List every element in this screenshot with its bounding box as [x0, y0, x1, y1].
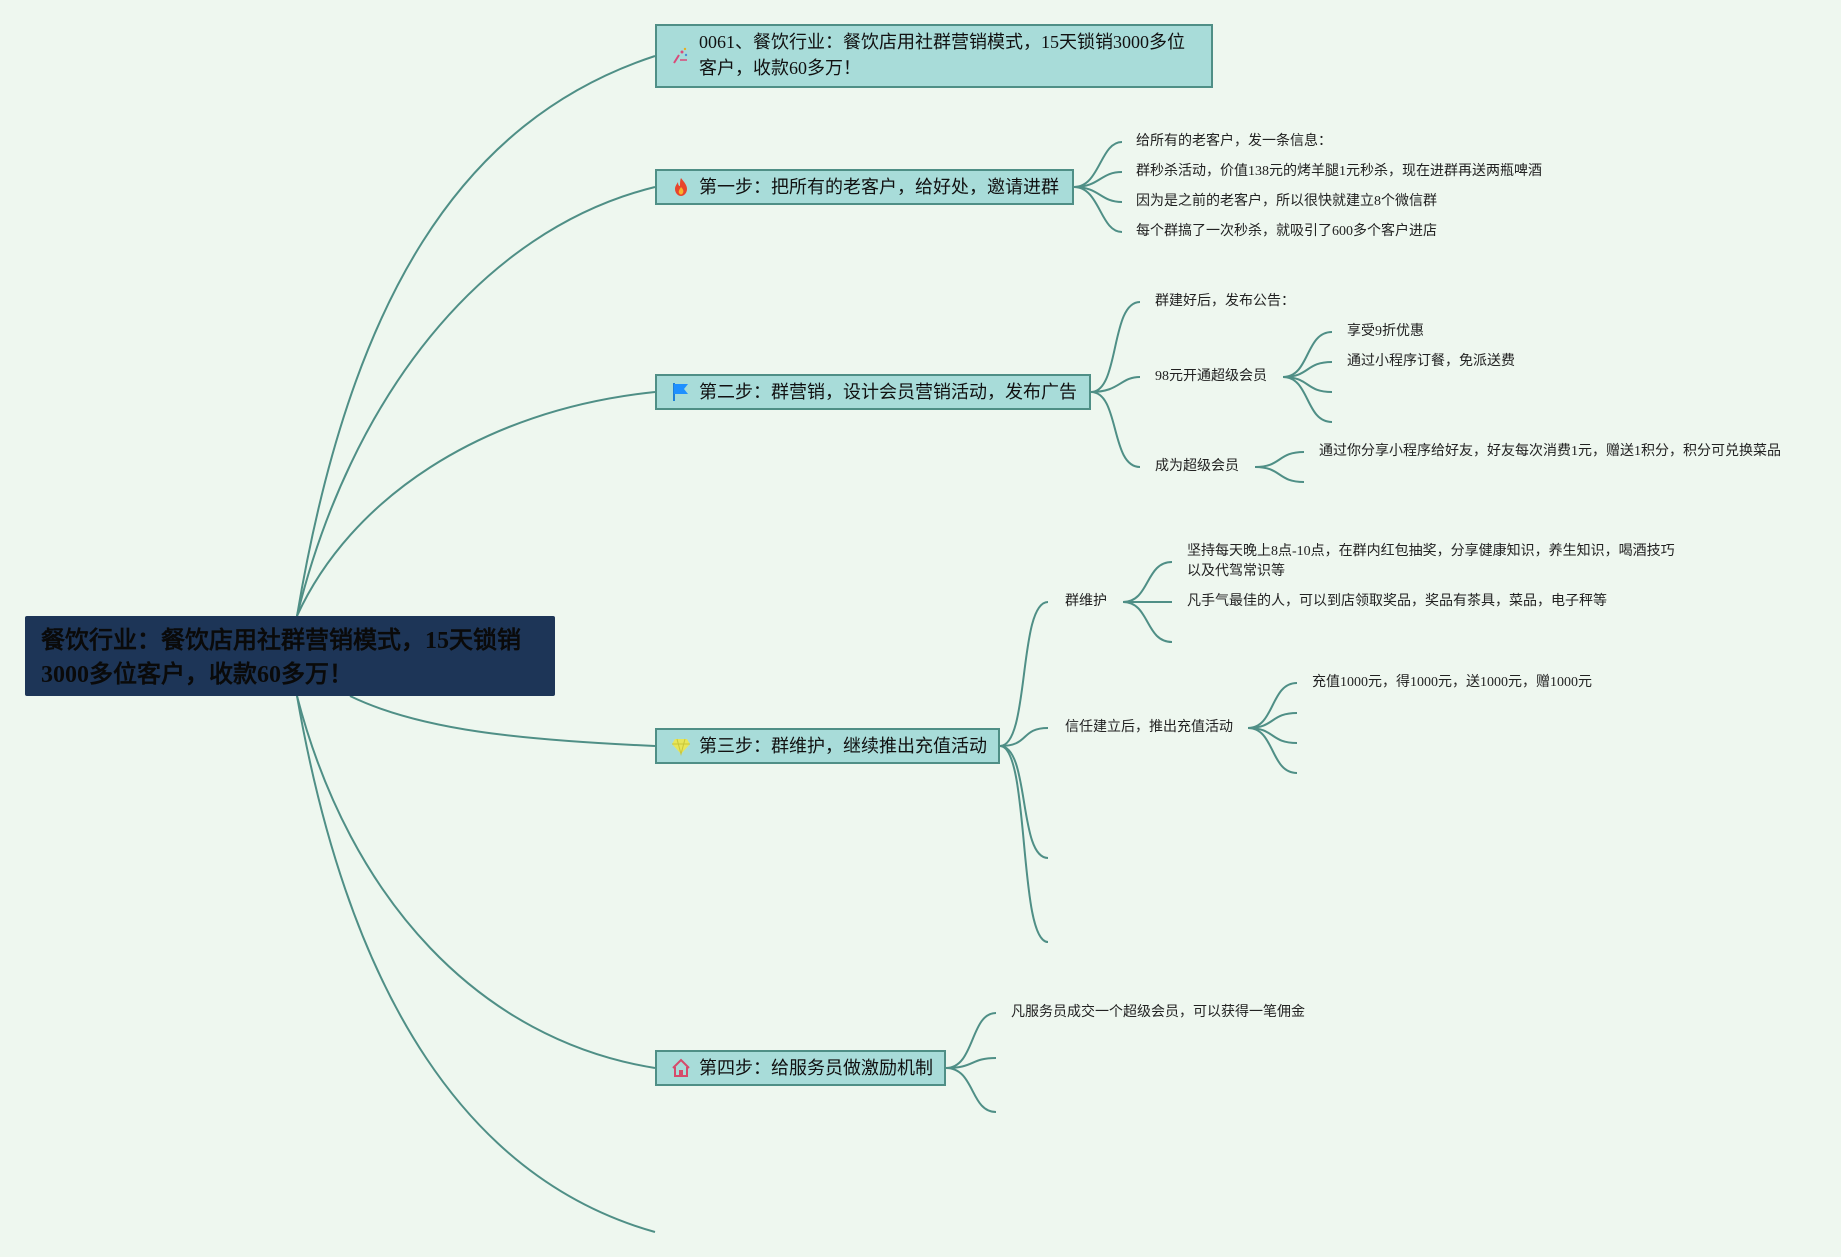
link-root-step4 [296, 695, 656, 1069]
gem-icon [672, 738, 690, 756]
topic-step1[interactable]: 第一步：把所有的老客户，给好处，邀请进群 [655, 169, 1074, 205]
party-popper-icon [673, 47, 688, 64]
list-item: 凡手气最佳的人，可以到店领取奖品，奖品有茶具，菜品，电子秤等 [1187, 594, 1607, 609]
topic-header[interactable]: 0061、餐饮行业：餐饮店用社群营销模式，15天锁销3000多位客户，收款60多… [655, 24, 1213, 88]
topic-step4[interactable]: 第四步：给服务员做激励机制 [655, 1050, 946, 1086]
list-item: 群秒杀活动，价值138元的烤羊腿1元秒杀，现在进群再送两瓶啤酒 [1136, 164, 1542, 179]
topic-step4-text: 第四步：给服务员做激励机制 [699, 1058, 933, 1078]
list-item: 充值1000元，得1000元，送1000元，赠1000元 [1312, 675, 1592, 690]
list-item: 成为超级会员 [1155, 459, 1239, 474]
list-item: 通过你分享小程序给好友，好友每次消费1元，赠送1积分，积分可兑换菜品 [1319, 444, 1781, 459]
list-item: 因为是之前的老客户，所以很快就建立8个微信群 [1136, 194, 1437, 209]
root-topic-text: 餐饮行业：餐饮店用社群营销模式，15天锁销3000多位客户，收款60多万！ [41, 628, 521, 688]
link-root-step3 [349, 695, 656, 747]
list-item: 通过小程序订餐，免派送费 [1347, 354, 1515, 369]
link-root-extra [296, 695, 656, 1233]
list-item: 每个群搞了一次秒杀，就吸引了600多个客户进店 [1136, 224, 1437, 239]
topic-step3[interactable]: 第三步：群维护，继续推出充值活动 [655, 728, 1000, 764]
list-item: 给所有的老客户，发一条信息： [1136, 134, 1332, 149]
fire-icon [675, 178, 687, 196]
topic-step2-text: 第二步：群营销，设计会员营销活动，发布广告 [699, 382, 1077, 402]
link-root-step1 [296, 186, 656, 617]
house-icon [672, 1058, 690, 1077]
flag-icon [673, 383, 688, 401]
list-item: 信任建立后，推出充值活动 [1065, 720, 1233, 735]
root-topic[interactable]: 餐饮行业：餐饮店用社群营销模式，15天锁销3000多位客户，收款60多万！ [25, 616, 555, 696]
list-item: 坚持每天晚上8点-10点，在群内红包抽奖，分享健康知识，养生知识，喝酒技巧以及代… [1187, 544, 1675, 579]
list-item: 凡服务员成交一个超级会员，可以获得一笔佣金 [1011, 1005, 1305, 1020]
topic-step2[interactable]: 第二步：群营销，设计会员营销活动，发布广告 [655, 374, 1091, 410]
link-root-step2 [296, 391, 656, 617]
link-root-header [296, 55, 656, 617]
topic-header-text: 0061、餐饮行业：餐饮店用社群营销模式，15天锁销3000多位客户，收款60多… [699, 32, 1185, 78]
list-item: 享受9折优惠 [1347, 324, 1424, 339]
topic-step3-text: 第三步：群维护，继续推出充值活动 [699, 736, 987, 756]
list-item: 98元开通超级会员 [1155, 369, 1267, 384]
list-item: 群建好后，发布公告： [1155, 294, 1295, 309]
topic-step1-text: 第一步：把所有的老客户，给好处，邀请进群 [699, 177, 1059, 197]
list-item: 群维护 [1065, 594, 1107, 609]
